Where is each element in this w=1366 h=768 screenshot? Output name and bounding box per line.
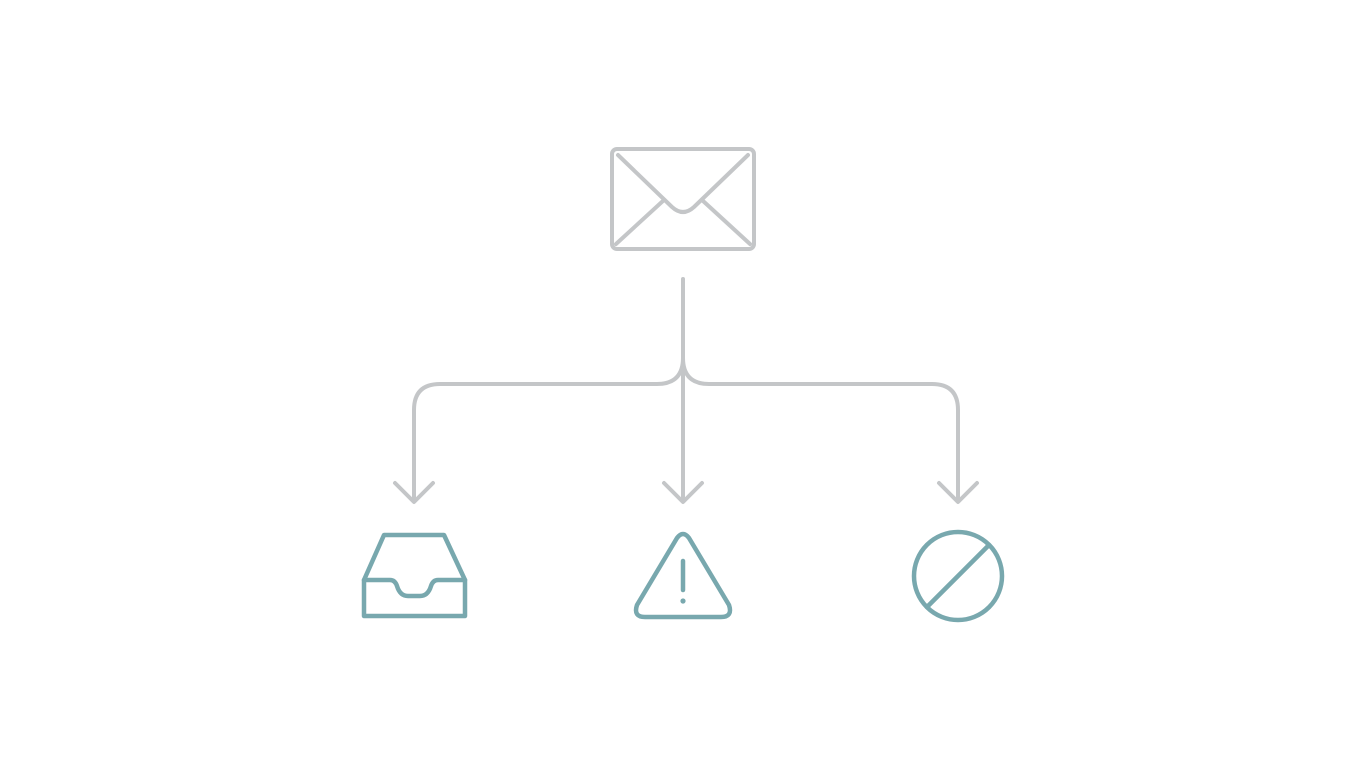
arrowhead-right — [937, 481, 979, 504]
blocked-circle-icon — [911, 529, 1005, 623]
arrowhead-left — [393, 481, 435, 504]
arrowhead-center — [662, 481, 704, 504]
warning-dot — [680, 598, 686, 604]
flow-connectors — [393, 277, 979, 504]
branch-left — [412, 356, 685, 502]
warning-triangle-icon — [633, 531, 733, 620]
envelope-icon — [610, 147, 756, 251]
branch-right — [681, 356, 960, 502]
inbox-tray-icon — [361, 532, 468, 619]
